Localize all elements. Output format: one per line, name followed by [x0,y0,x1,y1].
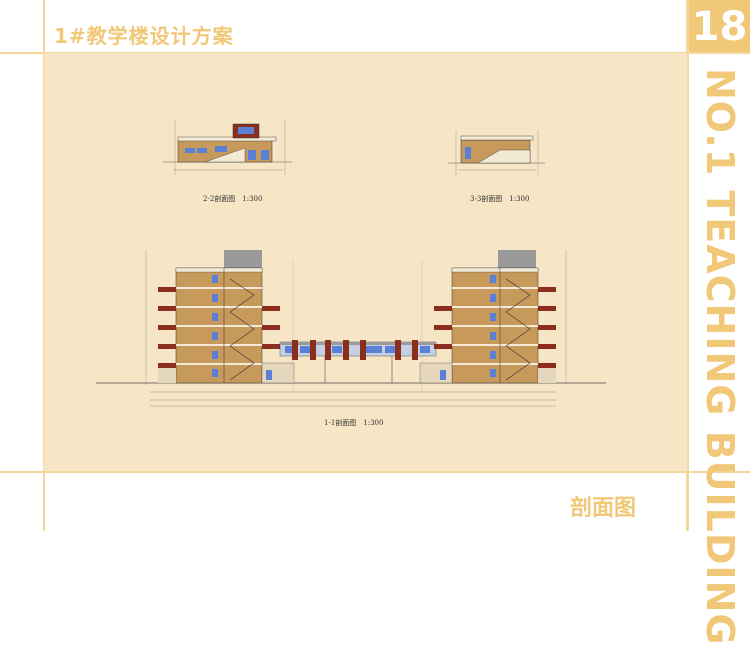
page-number: 18 [691,4,748,50]
section-33-drawing [448,130,545,175]
page-title: 1#教学楼设计方案 [54,24,234,48]
section-22-caption: 2-2剖面图 1:300 [203,195,263,203]
section-label: 剖面图 [570,496,637,521]
frame-line-bottom [0,471,750,473]
section-11-caption: 1-1剖面图 1:300 [324,419,384,427]
section-33-caption: 3-3剖面图 1:300 [470,195,530,203]
section-11-drawing [96,250,606,407]
page-number-block [689,0,750,52]
section-drawings [96,120,606,407]
section-22-drawing [163,120,292,175]
frame-line-right [686,0,689,531]
drawing-panel [44,53,687,471]
